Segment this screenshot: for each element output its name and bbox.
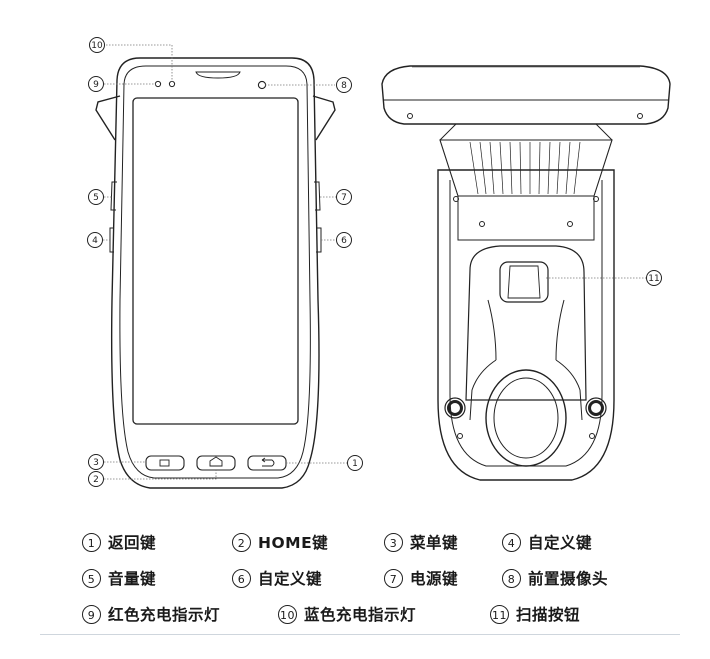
callout-2: 2 — [88, 471, 104, 487]
handle-grip — [485, 369, 567, 467]
bottom-rule — [40, 634, 680, 635]
callout-1: 1 — [347, 455, 363, 471]
callout-6: 6 — [336, 232, 352, 248]
front-camera — [257, 80, 267, 90]
front-view — [95, 57, 336, 489]
device-diagram: 10 9 8 5 4 7 6 3 2 1 11 — [87, 37, 671, 489]
callout-5: 5 — [88, 189, 104, 205]
callout-7: 7 — [336, 189, 352, 205]
svg-text:6: 6 — [341, 236, 347, 246]
callout-10: 10 — [89, 37, 105, 53]
callout-4: 4 — [87, 232, 103, 248]
phone-body — [110, 57, 320, 489]
svg-text:2: 2 — [93, 475, 99, 485]
front-leaders — [103, 44, 347, 480]
svg-text:7: 7 — [341, 193, 347, 203]
back-view — [381, 65, 671, 481]
callout-11: 11 — [646, 270, 662, 286]
svg-text:11: 11 — [648, 274, 659, 284]
red-indicator — [154, 80, 162, 88]
svg-text:4: 4 — [92, 236, 98, 246]
scan-button — [499, 261, 549, 303]
svg-text:5: 5 — [93, 193, 99, 203]
home-key — [196, 455, 236, 471]
svg-text:8: 8 — [341, 81, 347, 91]
svg-text:10: 10 — [91, 41, 103, 51]
menu-key — [145, 455, 185, 471]
callout-8: 8 — [336, 77, 352, 93]
callout-3: 3 — [88, 454, 104, 470]
callout-9: 9 — [88, 76, 104, 92]
back-key — [247, 455, 287, 471]
back-body — [437, 169, 615, 481]
blue-indicator — [168, 80, 176, 88]
callouts: 10 9 8 5 4 7 6 3 2 1 11 — [87, 37, 662, 487]
svg-text:9: 9 — [93, 80, 99, 90]
svg-text:3: 3 — [93, 458, 99, 468]
svg-text:1: 1 — [352, 459, 358, 469]
screen — [132, 97, 299, 425]
